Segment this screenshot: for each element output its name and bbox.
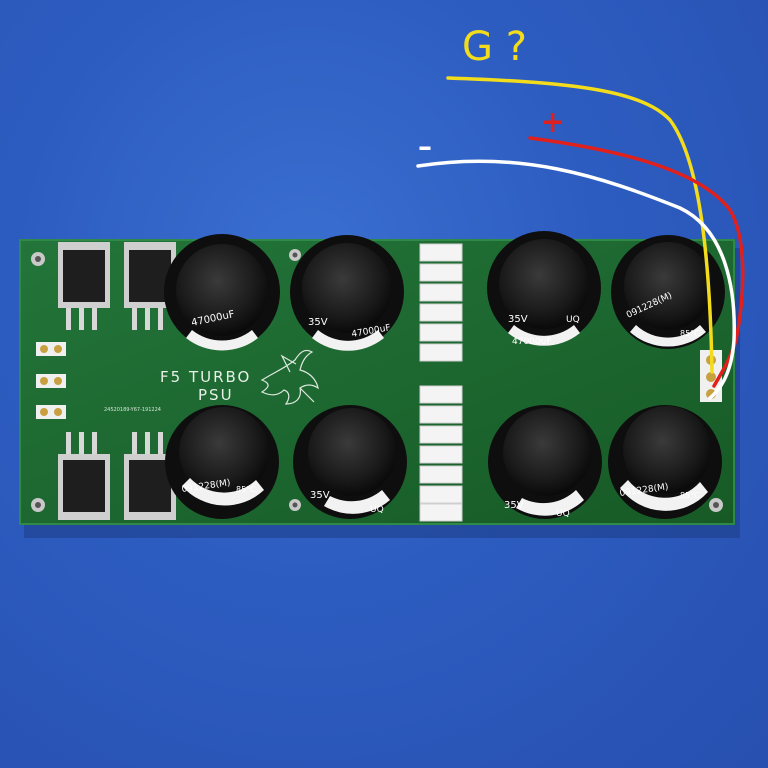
board-subtitle: PSU xyxy=(198,386,234,404)
capacitor-voltage: 35V xyxy=(310,490,330,501)
board-serial: 24520189-Y67-191224 xyxy=(104,407,161,413)
capacitor: 35V UQ xyxy=(488,405,602,519)
ground-label: G ? xyxy=(462,24,527,70)
capacitor-series: 85°C xyxy=(680,491,700,500)
plus-label: + xyxy=(540,105,565,140)
capacitor-voltage: 35V xyxy=(308,317,328,328)
capacitor: 091228(M) 85°C xyxy=(608,405,722,519)
minus-label: – xyxy=(418,130,432,163)
capacitor: 35V 47000uF UQ xyxy=(487,231,601,347)
capacitor-series: 85°C xyxy=(680,329,700,338)
capacitor-series: 85°C xyxy=(236,485,256,494)
minus-wire xyxy=(416,159,736,400)
capacitor-voltage: 35V xyxy=(508,314,528,325)
mounting-holes xyxy=(31,249,723,512)
capacitor-series: UQ xyxy=(566,315,580,325)
left-connectors xyxy=(36,342,66,419)
resistor-column xyxy=(419,243,463,522)
capacitor: 47000uF xyxy=(164,234,280,351)
capacitor-voltage: 35V xyxy=(504,500,524,511)
transistor-group xyxy=(58,242,176,520)
capacitor-series: UQ xyxy=(556,509,570,519)
capacitors: 47000uF 35V 47000uF 35V 47000uF UQ 09122… xyxy=(164,231,725,519)
ground-wire xyxy=(446,76,714,374)
capacitor: 091228(M) 85°C xyxy=(165,405,279,519)
capacitor-series: UQ xyxy=(370,505,384,515)
dragon-logo xyxy=(260,349,319,405)
capacitor: 091228(M) 85°C xyxy=(611,235,725,349)
board-title: F5 TURBO xyxy=(160,368,251,386)
capacitor: 35V UQ xyxy=(293,405,407,519)
capacitor-value: 47000uF xyxy=(512,337,552,347)
capacitor: 35V 47000uF xyxy=(290,235,404,351)
wire-annotations xyxy=(416,76,745,400)
